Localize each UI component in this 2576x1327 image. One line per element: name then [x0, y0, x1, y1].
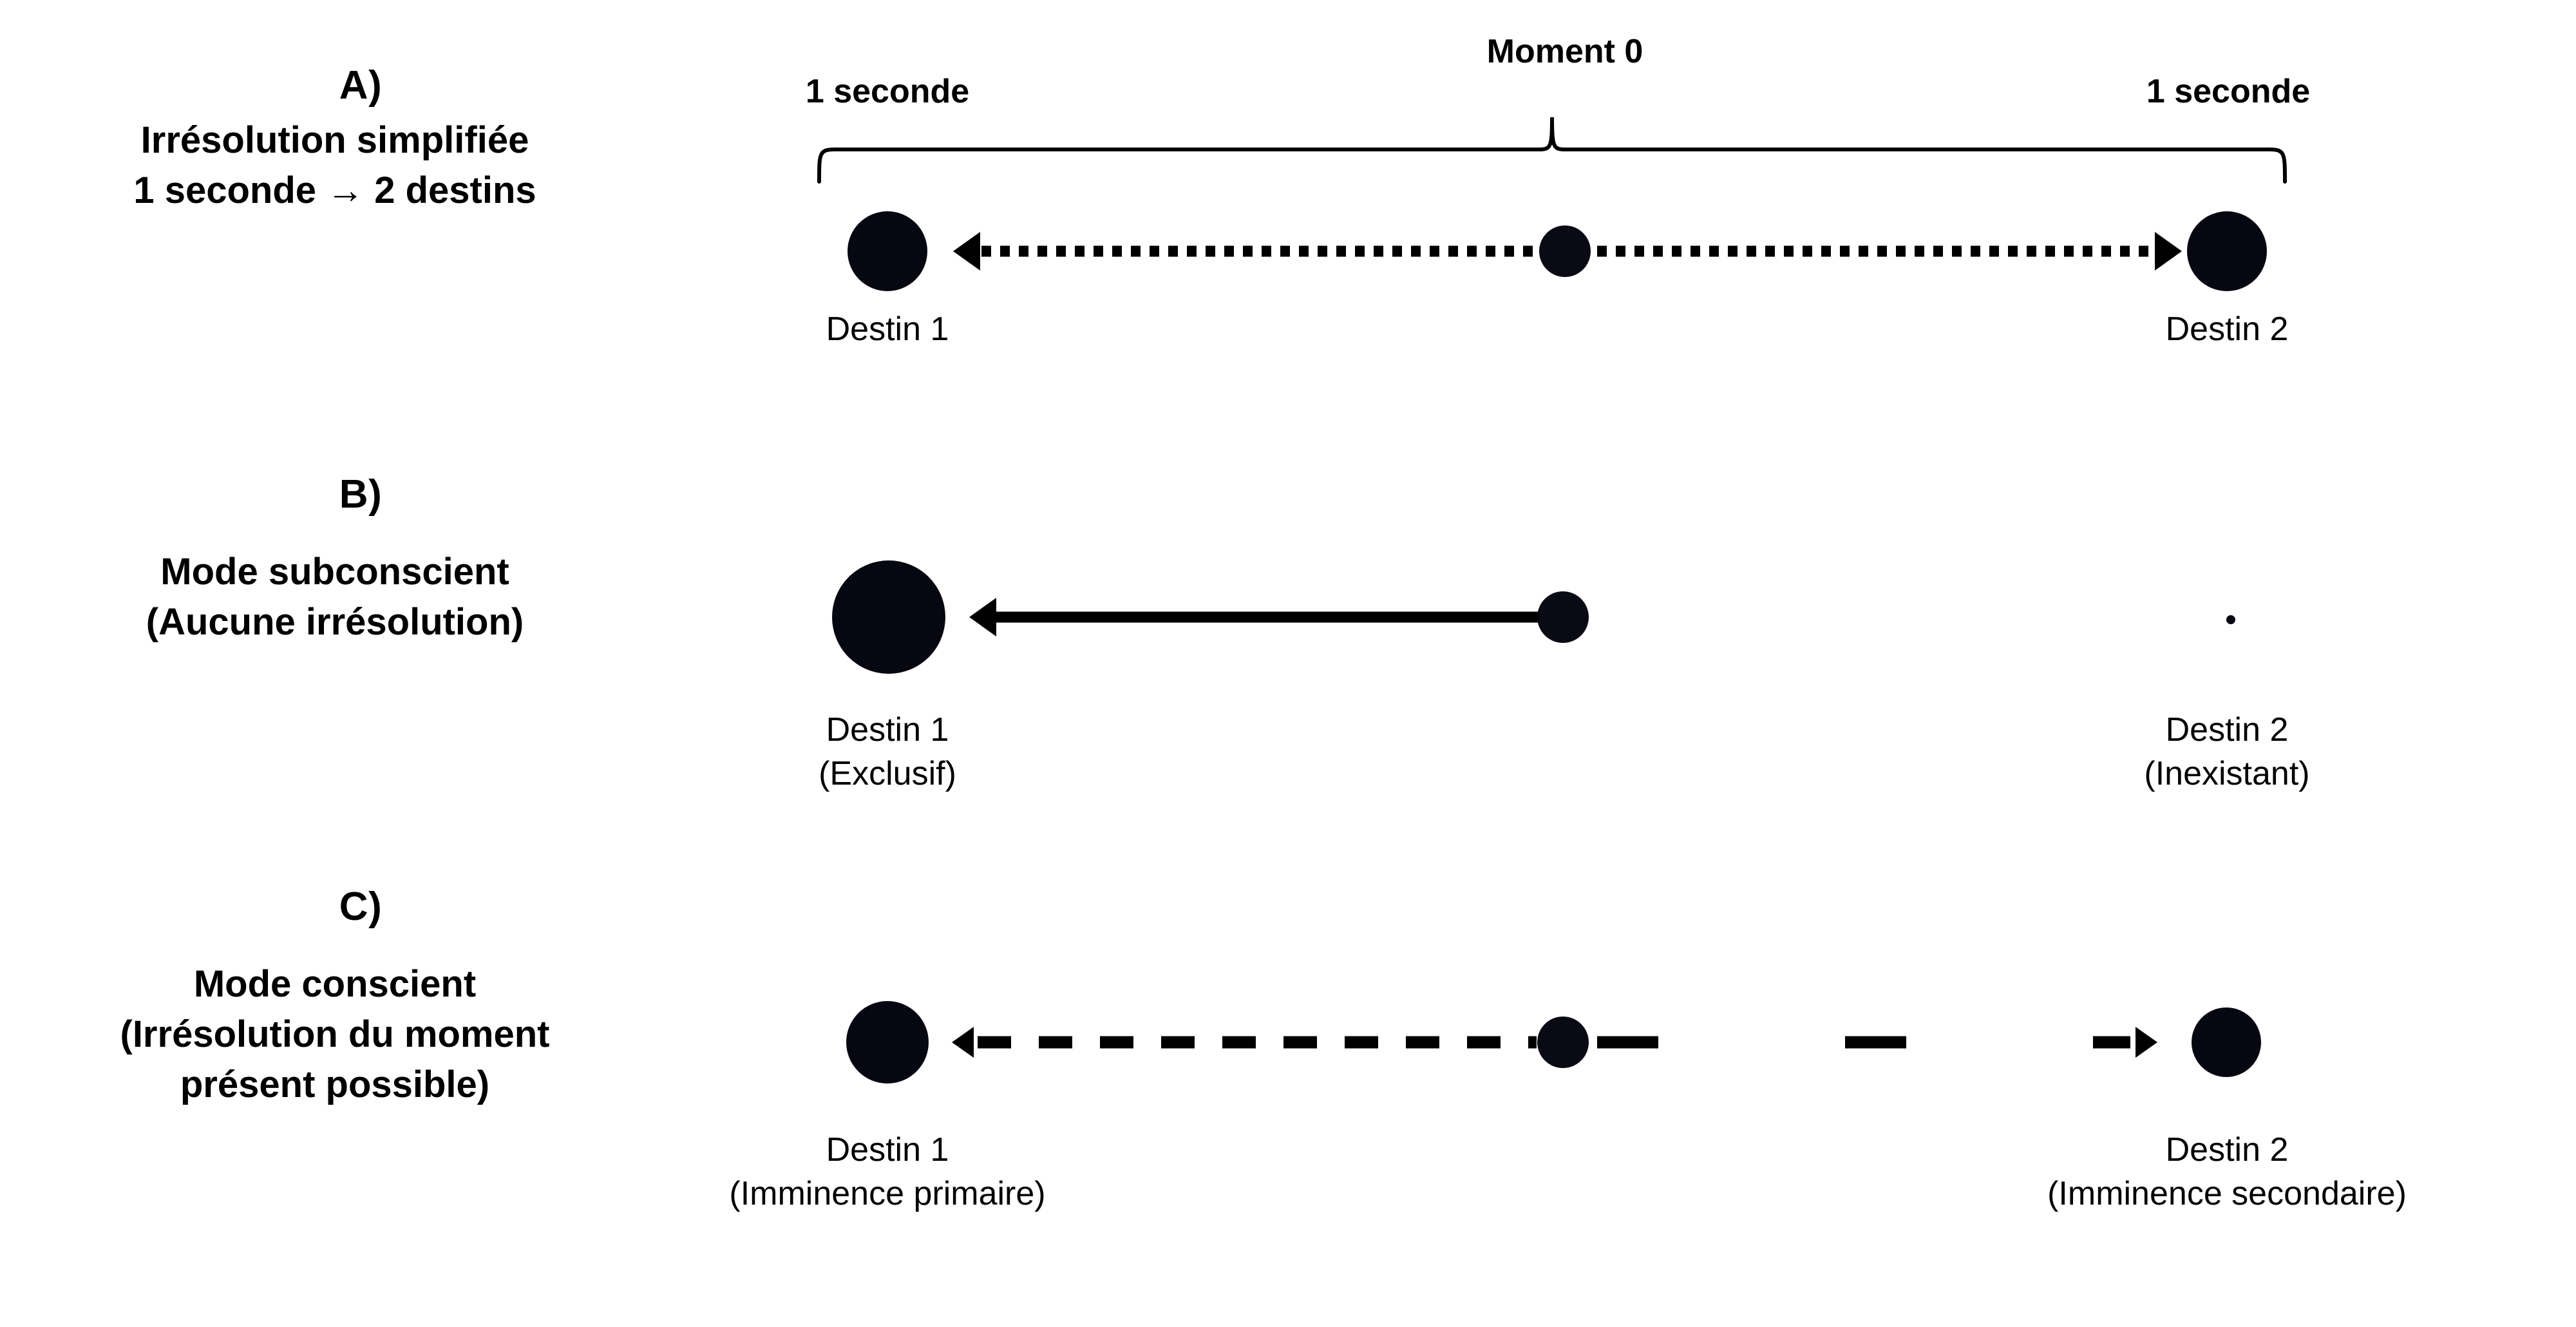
arrowhead-right-icon — [2155, 232, 2182, 271]
panel-a-letter: A) — [339, 63, 383, 108]
dash-segment — [1597, 1036, 1658, 1049]
panel-b-destin2-node-inexistant — [2226, 615, 2235, 624]
panel-a-moment-zero-node — [1539, 225, 1591, 277]
panel-b-arrow-left — [969, 595, 1539, 640]
panel-a-arrow-left — [953, 229, 1539, 274]
panel-a-destin2-label: Destin 2 — [2165, 310, 2289, 348]
panel-a-destin1-label: Destin 1 — [826, 310, 949, 348]
panel-b-destin1-sublabel: (Exclusif) — [819, 755, 956, 792]
panel-b-destin1-label: Destin 1 — [826, 711, 949, 749]
panel-a-caption-line1: Irrésolution simplifiée — [140, 119, 529, 161]
panel-a-destin1-node — [848, 211, 927, 291]
panel-c-destin2-sublabel: (Imminence secondaire) — [2047, 1175, 2407, 1212]
panel-c-moment-zero-node — [1537, 1017, 1589, 1068]
panel-c-caption-line3: présent possible) — [180, 1064, 490, 1105]
panel-c-arrow-right — [1597, 1020, 2190, 1065]
panel-b-caption-line2: (Aucune irrésolution) — [146, 601, 524, 643]
time-span-brace — [817, 117, 2287, 184]
panel-a-label-left-second: 1 seconde — [805, 73, 970, 110]
panel-c-destin1-node — [846, 1001, 929, 1084]
panel-a-caption-line2: 1 seconde → 2 destins — [133, 169, 536, 211]
dashed-stroke — [978, 1036, 1537, 1049]
dash-segment — [2093, 1036, 2130, 1049]
panel-b-destin2-label: Destin 2 — [2165, 711, 2289, 749]
arrowhead-left-icon — [969, 598, 996, 636]
panel-c-destin2-label: Destin 2 — [2165, 1131, 2289, 1169]
arrowhead-left-icon — [952, 1027, 974, 1058]
panel-a-label-right-second: 1 seconde — [2146, 73, 2311, 110]
panel-a-arrow-right — [1597, 229, 2182, 274]
panel-b-moment-zero-node — [1537, 591, 1589, 643]
panel-c-caption-line1: Mode conscient — [193, 963, 477, 1005]
panel-b-destin1-node — [832, 560, 945, 674]
panel-c-destin1-sublabel: (Imminence primaire) — [729, 1175, 1046, 1212]
arrowhead-right-icon — [2136, 1027, 2157, 1058]
panel-c-destin2-node — [2192, 1007, 2261, 1077]
panel-b-destin2-sublabel: (Inexistant) — [2144, 755, 2310, 792]
panel-c-arrow-left — [952, 1020, 1538, 1065]
dotted-stroke — [981, 245, 1539, 257]
panel-b-caption-line1: Mode subconscient — [160, 551, 509, 593]
panel-a-label-moment-zero: Moment 0 — [1486, 33, 1643, 70]
panel-c-caption-line2: (Irrésolution du moment — [120, 1013, 550, 1055]
solid-stroke — [995, 611, 1539, 623]
panel-b-letter: B) — [339, 472, 383, 517]
panel-c-destin1-label: Destin 1 — [826, 1131, 949, 1169]
panel-c-letter: C) — [339, 884, 383, 929]
dash-segment — [1845, 1036, 1906, 1049]
dotted-stroke — [1597, 245, 2155, 257]
panel-a-destin2-node — [2187, 211, 2267, 291]
arrowhead-left-icon — [953, 232, 980, 271]
